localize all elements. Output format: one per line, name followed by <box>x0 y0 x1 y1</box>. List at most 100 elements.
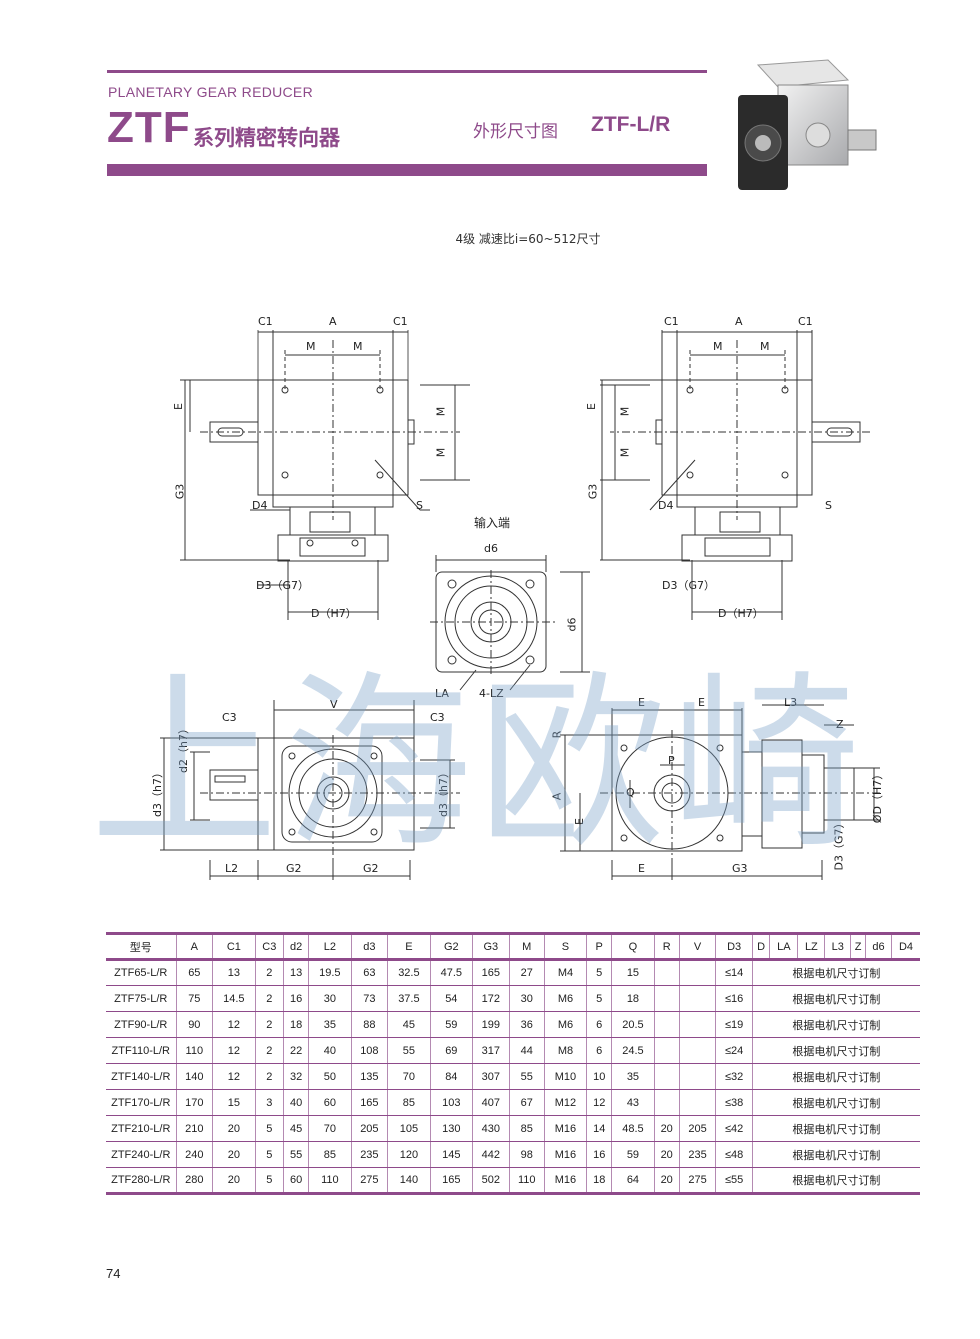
table-cell: 502 <box>472 1167 510 1195</box>
custom-note-cell: 根据电机尺寸订制 <box>751 1089 920 1116</box>
table-cell: 20.5 <box>611 1011 655 1038</box>
table-cell: 14 <box>586 1115 612 1142</box>
table-cell: 88 <box>350 1011 388 1038</box>
table-cell: 6 <box>586 1011 612 1038</box>
table-cell: 307 <box>472 1063 510 1090</box>
header-top-rule <box>107 70 707 73</box>
table-cell: 15 <box>212 1089 256 1116</box>
label-d6-side: d6 <box>565 617 579 632</box>
table-cell: 317 <box>472 1037 510 1064</box>
label-m-v4: M <box>618 447 632 458</box>
label-l3: L3 <box>784 696 798 709</box>
label-d2h7: d2（h7） <box>176 723 190 773</box>
table-cell <box>678 1011 716 1038</box>
label-d6-top: d6 <box>484 542 498 555</box>
table-cell: 210 <box>175 1115 213 1142</box>
product-image <box>738 59 877 190</box>
table-cell: 60 <box>283 1167 309 1195</box>
table-header-cell: d2 <box>283 932 309 961</box>
table-cell: 85 <box>508 1115 545 1142</box>
table-cell: 275 <box>678 1167 716 1195</box>
label-p: P <box>668 754 675 767</box>
table-cell: ≤55 <box>715 1167 753 1195</box>
table-cell: ≤48 <box>715 1141 753 1168</box>
table-cell: ZTF170-L/R <box>106 1089 176 1116</box>
table-cell: ≤42 <box>715 1115 753 1142</box>
table-cell: M16 <box>543 1167 587 1195</box>
label-m-2: M <box>353 340 363 353</box>
table-cell: 280 <box>175 1167 213 1195</box>
page-number: 74 <box>106 1266 121 1281</box>
custom-note-cell: 根据电机尺寸订制 <box>751 1141 920 1168</box>
label-dh7-left: D（H7） <box>311 607 357 620</box>
label-m-1: M <box>306 340 316 353</box>
table-cell: 145 <box>429 1141 473 1168</box>
table-cell: M6 <box>543 985 587 1012</box>
table-cell: 18 <box>611 985 655 1012</box>
custom-note-cell: 根据电机尺寸订制 <box>751 1011 920 1038</box>
table-cell: 110 <box>308 1167 352 1195</box>
table-cell: 108 <box>350 1037 388 1064</box>
label-c1-left-2: C1 <box>393 315 408 328</box>
label-e-b1: E <box>638 696 645 709</box>
label-z: Z <box>836 718 844 731</box>
table-cell: 84 <box>429 1063 473 1090</box>
header-bottom-rule <box>107 164 707 176</box>
table-cell: 5 <box>586 959 612 986</box>
table-cell: 43 <box>611 1089 655 1116</box>
table-cell: 30 <box>508 985 545 1012</box>
table-cell: 240 <box>175 1141 213 1168</box>
table-cell: 2 <box>254 985 284 1012</box>
table-cell: 14.5 <box>212 985 256 1012</box>
table-cell: 20 <box>212 1115 256 1142</box>
table-cell: 30 <box>308 985 352 1012</box>
label-s-left: S <box>416 499 423 512</box>
table-cell <box>678 1063 716 1090</box>
label-d4-left: D4 <box>252 499 268 512</box>
table-header-cell: E <box>387 932 431 961</box>
table-cell: 85 <box>387 1089 431 1116</box>
table-cell: 69 <box>429 1037 473 1064</box>
table-cell <box>653 1089 680 1116</box>
table-cell: 12 <box>212 1011 256 1038</box>
table-cell: M4 <box>543 959 587 986</box>
table-cell: 35 <box>611 1063 655 1090</box>
view-bottom-left <box>160 700 460 880</box>
label-q: Q <box>626 786 635 799</box>
table-cell: 2 <box>254 1011 284 1038</box>
label-m-3: M <box>713 340 723 353</box>
table-cell: 20 <box>212 1141 256 1168</box>
table-cell: 13 <box>283 959 309 986</box>
label-d3g7-right: D3（G7） <box>662 579 715 592</box>
table-header-cell: Q <box>611 932 655 961</box>
label-lz: 4-LZ <box>479 687 504 700</box>
label-d3h7-right: d3（h7） <box>436 767 450 817</box>
label-d3g7-v: D3（G7） <box>832 817 846 871</box>
table-cell: 5 <box>254 1115 284 1142</box>
table-cell: 67 <box>508 1089 545 1116</box>
label-a-top-right: A <box>735 315 743 328</box>
table-cell: 205 <box>350 1115 388 1142</box>
table-cell: 2 <box>254 1037 284 1064</box>
label-g3-right: G3 <box>586 483 600 500</box>
table-header-cell: LZ <box>797 932 825 961</box>
view-left-top <box>180 330 470 620</box>
table-cell: ZTF75-L/R <box>106 985 176 1012</box>
table-cell: 16 <box>586 1141 612 1168</box>
label-m-4: M <box>760 340 770 353</box>
table-header-cell: D3 <box>715 932 753 961</box>
table-cell: 47.5 <box>429 959 473 986</box>
table-header-cell: P <box>586 932 612 961</box>
view-right-top <box>600 330 870 620</box>
table-cell: 90 <box>175 1011 213 1038</box>
table-cell: 2 <box>254 1063 284 1090</box>
label-d3h7-left: d3（h7） <box>150 767 164 817</box>
table-cell: 135 <box>350 1063 388 1090</box>
